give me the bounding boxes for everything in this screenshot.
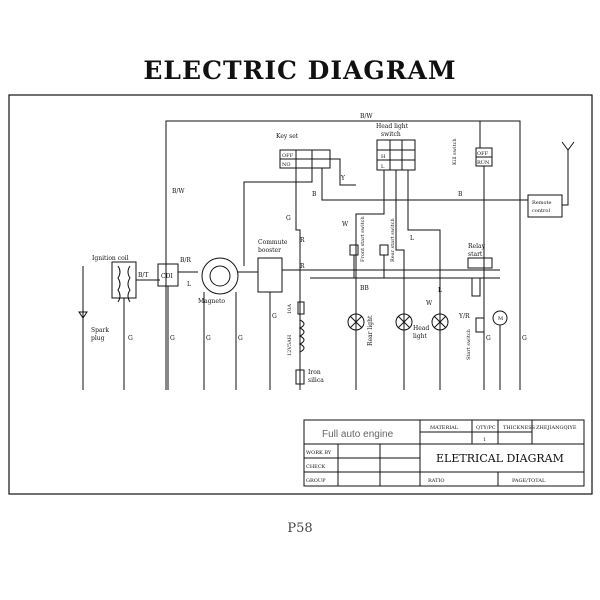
key-off-label: OFF bbox=[282, 153, 294, 159]
page-title: ELECTRIC DIAGRAM bbox=[143, 56, 457, 85]
ground-label-1: G bbox=[128, 335, 133, 342]
ground-label-6: G bbox=[486, 335, 491, 342]
remote-label-2: control bbox=[532, 208, 550, 214]
cdi-label: CDI bbox=[161, 273, 173, 280]
ignition-coil-label: Ignition coil bbox=[92, 255, 129, 262]
wire-label-w2: W bbox=[426, 300, 433, 307]
motor-label: M bbox=[498, 316, 503, 322]
iron-silica bbox=[295, 369, 305, 385]
wire-label-b2: B bbox=[458, 191, 463, 198]
ground-label-4: G bbox=[238, 335, 243, 342]
iron-silica-label-2: silica bbox=[308, 377, 324, 384]
material-label: MATERIAL bbox=[430, 425, 459, 431]
qty-label: QTY/PC bbox=[476, 425, 496, 431]
rear-light-label: Rear light bbox=[367, 315, 374, 346]
spark-plug-label-2: plug bbox=[91, 335, 105, 342]
wire-label-l: L bbox=[410, 235, 414, 242]
head-light-lamp-2 bbox=[431, 313, 449, 331]
ground-label-5: G bbox=[272, 313, 277, 320]
front-start-switch-label: Front start switch bbox=[360, 216, 366, 262]
diagram-border bbox=[8, 94, 593, 495]
qty-value: 1 bbox=[483, 437, 486, 443]
magneto-label: Magneto bbox=[198, 298, 225, 305]
ground-label-7: G bbox=[522, 335, 527, 342]
relay-body bbox=[471, 277, 481, 297]
spark-plug-label: Spark bbox=[91, 327, 109, 334]
company-label: ZHEJIANGQIYE bbox=[536, 425, 577, 431]
rear-light-lamp bbox=[347, 313, 365, 331]
fuse bbox=[297, 301, 305, 315]
wire-bw-top bbox=[165, 120, 521, 390]
wire-label-y: Y bbox=[340, 175, 346, 182]
front-start-switch bbox=[349, 244, 359, 256]
relay-start bbox=[467, 257, 493, 269]
work-by-label: WORK BY bbox=[306, 450, 332, 456]
key-set-label: Key set bbox=[276, 133, 299, 140]
relay-label-2: start bbox=[468, 251, 483, 258]
start-switch-label: Start switch bbox=[466, 328, 472, 360]
battery-label: 12V5AH bbox=[287, 334, 293, 356]
page-total-label: PAGE/TOTAL bbox=[512, 478, 546, 484]
page-number: P58 bbox=[287, 521, 313, 536]
check-label: CHECK bbox=[306, 464, 326, 470]
thickness-label: THICKNESS bbox=[503, 425, 536, 431]
ratio-label: RATIO bbox=[428, 478, 445, 484]
kill-run-label: RUN bbox=[477, 160, 490, 166]
wire-label-g: G bbox=[286, 215, 291, 222]
rear-start-switch bbox=[379, 244, 389, 256]
kill-switch-label: Kill switch bbox=[452, 138, 458, 165]
wire-label-l3: L bbox=[438, 287, 442, 294]
wire-label-yr: Y/R bbox=[458, 313, 470, 320]
wire-label-bw-top: B/W bbox=[360, 113, 373, 120]
hs-h-label: H bbox=[381, 154, 386, 160]
wire-label-b: B bbox=[312, 191, 317, 198]
title-block bbox=[303, 419, 585, 487]
wire-label-bw-left: B/W bbox=[172, 188, 185, 195]
fuse-label: 10A bbox=[287, 304, 293, 314]
start-switch-body bbox=[475, 317, 485, 333]
group-label: GROUP bbox=[306, 478, 326, 484]
iron-silica-label: Iron bbox=[308, 369, 321, 376]
wire-label-r2: R bbox=[300, 263, 305, 270]
headlight-switch-label: Head light bbox=[376, 123, 409, 130]
booster-label-2: booster bbox=[258, 247, 281, 254]
rear-start-switch-label: Rear start switch bbox=[390, 218, 396, 262]
wire-label-w: W bbox=[342, 221, 349, 228]
key-on-label: NO bbox=[282, 162, 290, 168]
wire-label-l-cdi: L bbox=[187, 281, 191, 288]
magneto bbox=[201, 257, 239, 295]
battery-coil bbox=[298, 319, 305, 353]
engine-label: Full auto engine bbox=[322, 429, 394, 440]
drawing-title: ELETRICAL DIAGRAM bbox=[436, 452, 564, 465]
ground-label-2: G bbox=[170, 335, 175, 342]
kill-off-label: OFF bbox=[477, 151, 489, 157]
ignition-coil bbox=[111, 261, 137, 299]
relay-label: Relay bbox=[468, 243, 486, 250]
wire-label-bb: BB bbox=[360, 285, 369, 292]
wire-label-r: R bbox=[300, 237, 305, 244]
hs-l-label: L bbox=[381, 164, 385, 170]
ground-label-3: G bbox=[206, 335, 211, 342]
wire-label-bt: B/T bbox=[138, 272, 148, 279]
head-light-lamp-1 bbox=[395, 313, 413, 331]
headlight-switch-label-2: switch bbox=[381, 131, 401, 138]
booster-label: Commute bbox=[258, 239, 288, 246]
head-light-label: Head bbox=[413, 325, 429, 332]
commute-booster bbox=[257, 257, 283, 293]
remote-label: Remote bbox=[532, 200, 551, 206]
wire-label-br: B/R bbox=[180, 257, 191, 264]
remote-control bbox=[527, 194, 563, 218]
head-light-label-2: light bbox=[413, 333, 428, 340]
